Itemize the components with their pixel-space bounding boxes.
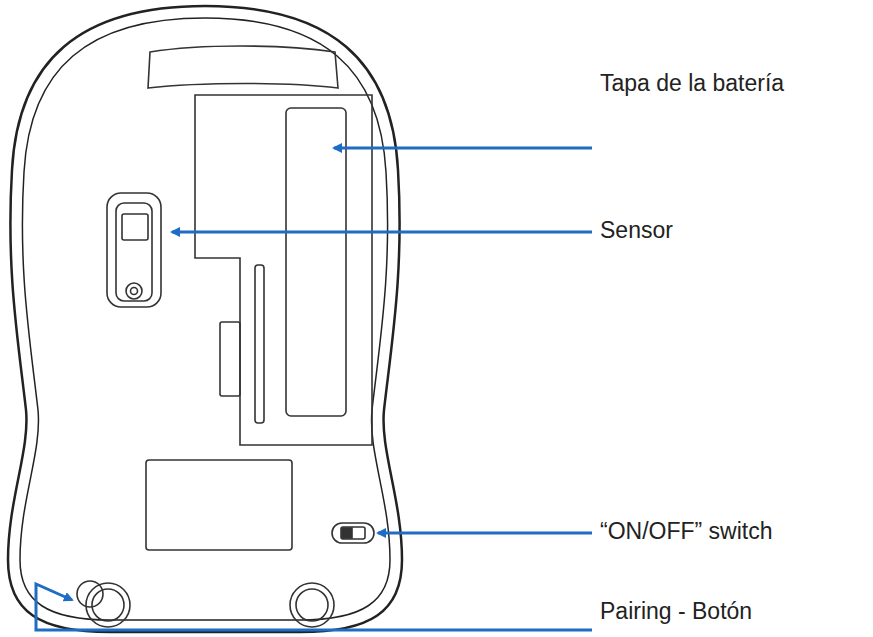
callout-label: Pairing - Botón — [600, 598, 752, 626]
leader-line — [334, 147, 592, 150]
mouse-body — [8, 6, 402, 632]
mouse-details — [77, 46, 374, 627]
callout-label: Tapa de la batería — [600, 70, 784, 98]
callout-label: Sensor — [600, 217, 673, 245]
leader-lines — [36, 148, 592, 630]
leader-line — [172, 231, 592, 234]
leader-line — [36, 584, 592, 630]
callout-label: “ON/OFF” switch — [600, 518, 773, 546]
leader-line — [378, 532, 592, 535]
